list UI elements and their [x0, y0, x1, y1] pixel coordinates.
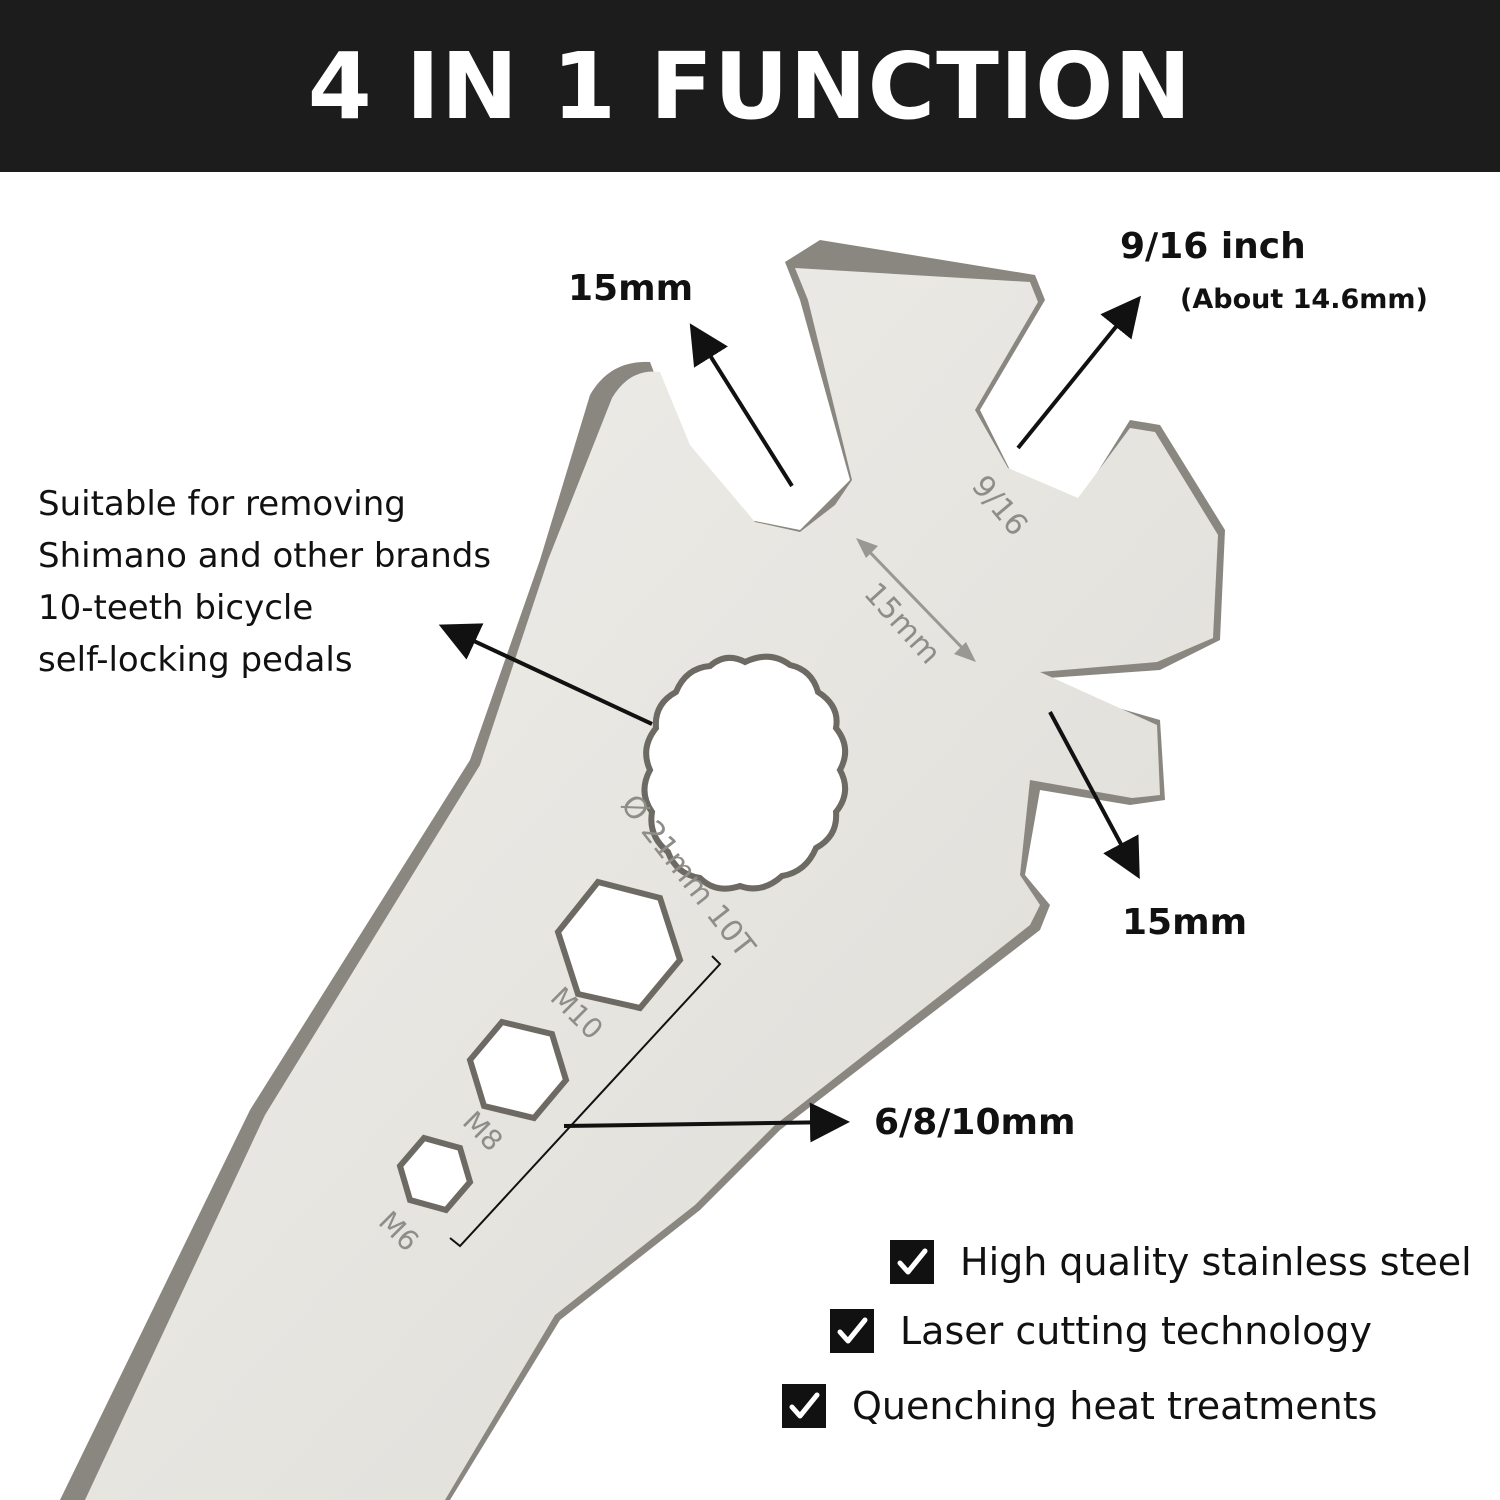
pedal-wrench: 9/16 15mm Ø 21mm 10T M10 M8 M6	[0, 240, 1225, 1500]
arrow-hex-sockets	[563, 1102, 850, 1143]
check-icon	[830, 1309, 874, 1353]
hex-bracket	[449, 955, 722, 1248]
hex-socket-m10	[554, 878, 684, 1012]
wrench-face	[85, 268, 1218, 1500]
arrow-top-right-slot	[1016, 295, 1142, 450]
width-dimension-arrow-bottom	[954, 642, 976, 662]
arrow-description	[438, 623, 653, 726]
arrow-top-left-slot	[689, 323, 794, 488]
callout-top-right-note: (About 14.6mm)	[1180, 284, 1428, 315]
hex-socket-m6	[396, 1134, 474, 1214]
hex-socket-m8	[466, 1018, 570, 1122]
check-icon	[890, 1240, 934, 1284]
description-line-4: self-locking pedals	[38, 640, 353, 680]
feature-item: Quenching heat treatments	[782, 1384, 1377, 1428]
feature-item: Laser cutting technology	[830, 1309, 1372, 1353]
spline-socket-hole	[641, 653, 849, 892]
callout-hex-sockets: 6/8/10mm	[874, 1102, 1076, 1143]
title-banner: 4 IN 1 FUNCTION	[0, 0, 1500, 172]
check-icon	[782, 1384, 826, 1428]
callout-bottom-right-slot: 15mm	[1122, 902, 1248, 943]
banner-title: 4 IN 1 FUNCTION	[307, 32, 1193, 140]
arrow-bottom-right-slot	[1048, 711, 1140, 880]
description-line-1: Suitable for removing	[38, 484, 406, 524]
description-line-3: 10-teeth bicycle	[38, 588, 314, 628]
width-dimension-line	[858, 540, 974, 660]
feature-label: Laser cutting technology	[900, 1309, 1372, 1353]
feature-label: High quality stainless steel	[960, 1240, 1472, 1284]
description-line-2: Shimano and other brands	[38, 536, 492, 576]
pedal-description: Suitable for removing Shimano and other …	[38, 478, 491, 686]
callout-arrows	[438, 295, 1142, 1248]
feature-item: High quality stainless steel	[890, 1240, 1472, 1284]
callout-top-left-slot: 15mm	[568, 268, 694, 309]
callout-top-right-slot: 9/16 inch	[1120, 226, 1306, 267]
width-dimension-arrow-top	[856, 538, 878, 558]
feature-label: Quenching heat treatments	[852, 1384, 1378, 1428]
